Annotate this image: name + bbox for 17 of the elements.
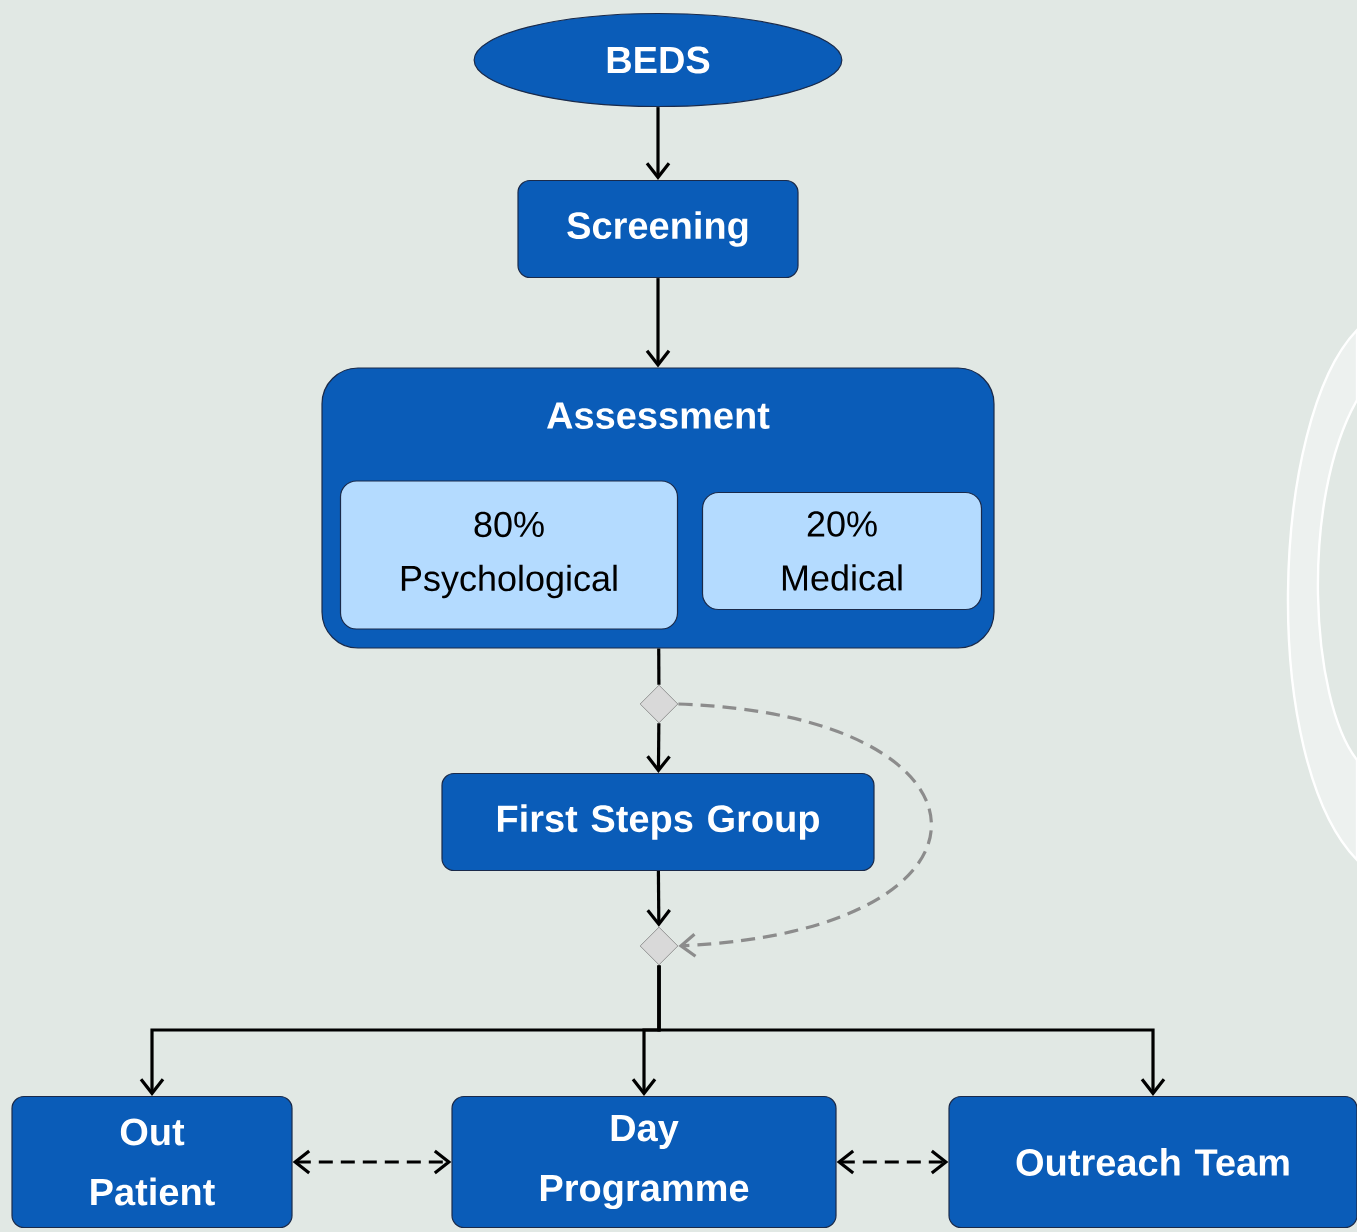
process-box: Day Programme	[451, 1095, 837, 1229]
category-box: 80% Psychological	[339, 480, 679, 630]
arrow	[645, 278, 671, 368]
arrow	[646, 871, 671, 927]
category-box: 20% Medical	[701, 491, 983, 611]
decision-diamond	[639, 684, 679, 724]
arrow	[657, 965, 1166, 1096]
process-box: Out Patient	[11, 1095, 293, 1229]
arrow	[645, 107, 671, 180]
process-box: Outreach Team	[948, 1095, 1357, 1229]
process-box: Screening	[517, 179, 799, 279]
decision-diamond	[639, 926, 679, 966]
arrow	[292, 1149, 452, 1175]
arrow	[678, 702, 933, 958]
process-box: First Steps Group	[441, 772, 875, 872]
arrow	[836, 1149, 949, 1175]
arrow	[646, 723, 671, 773]
